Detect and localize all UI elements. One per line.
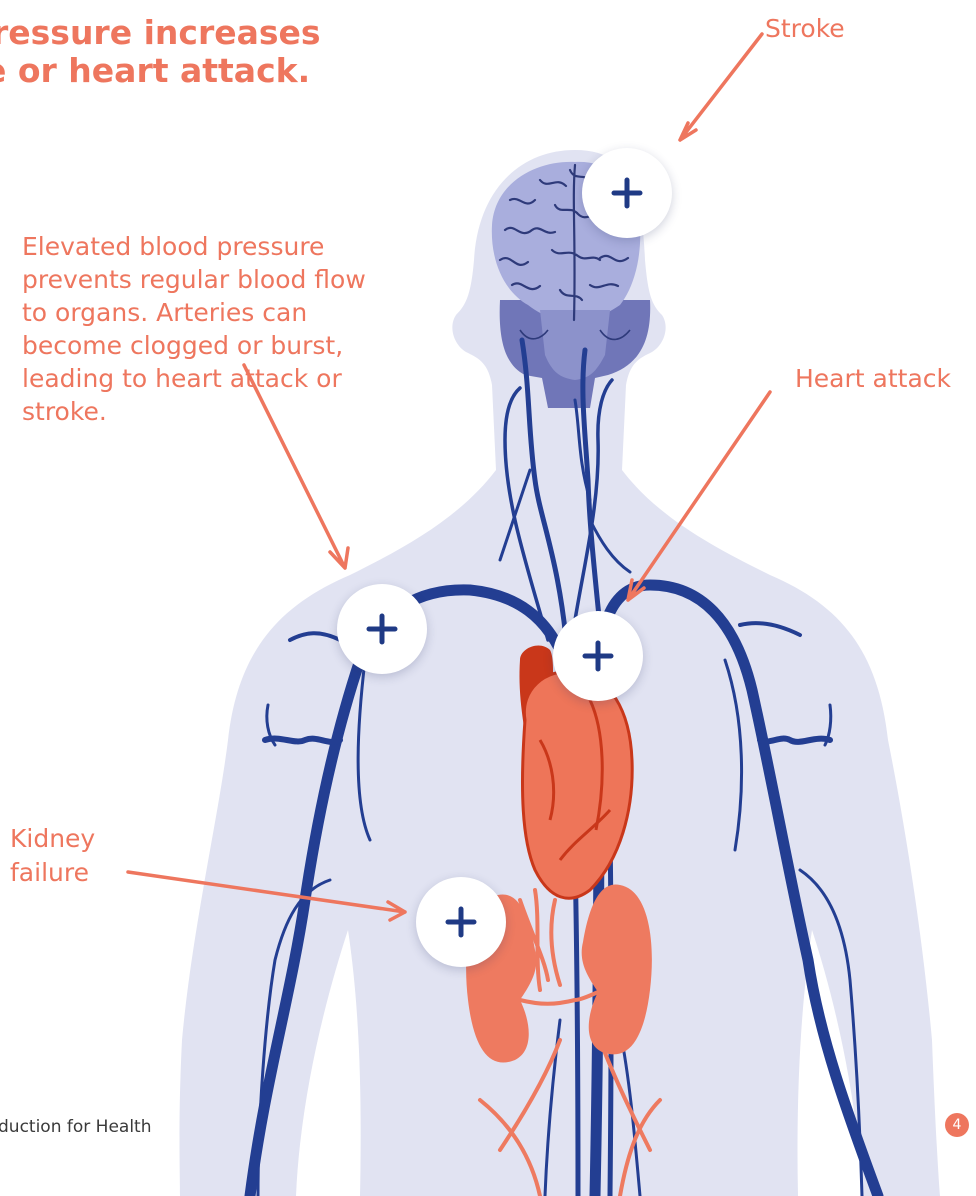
page-title: ressure increases e or heart attack. xyxy=(0,14,321,90)
plus-icon xyxy=(581,639,615,673)
stroke-marker[interactable] xyxy=(582,148,672,238)
heart-marker[interactable] xyxy=(553,611,643,701)
page-number-badge: 4 xyxy=(945,1113,969,1137)
page-title-line2: e or heart attack. xyxy=(0,52,321,90)
footer-text: duction for Health xyxy=(0,1117,151,1137)
plus-icon xyxy=(444,905,478,939)
kidney-label-line2: failure xyxy=(10,856,95,890)
artery-marker[interactable] xyxy=(337,584,427,674)
stroke-label: Stroke xyxy=(765,14,845,44)
kidney-marker[interactable] xyxy=(416,877,506,967)
plus-icon xyxy=(610,176,644,210)
description-text: Elevated blood pressure prevents regular… xyxy=(22,230,372,428)
kidney-failure-label: Kidney failure xyxy=(10,822,95,890)
page-title-line1: ressure increases xyxy=(0,14,321,52)
stroke-arrow xyxy=(680,34,762,140)
kidney-label-line1: Kidney xyxy=(10,822,95,856)
heart-attack-label: Heart attack xyxy=(795,364,951,394)
plus-icon xyxy=(365,612,399,646)
